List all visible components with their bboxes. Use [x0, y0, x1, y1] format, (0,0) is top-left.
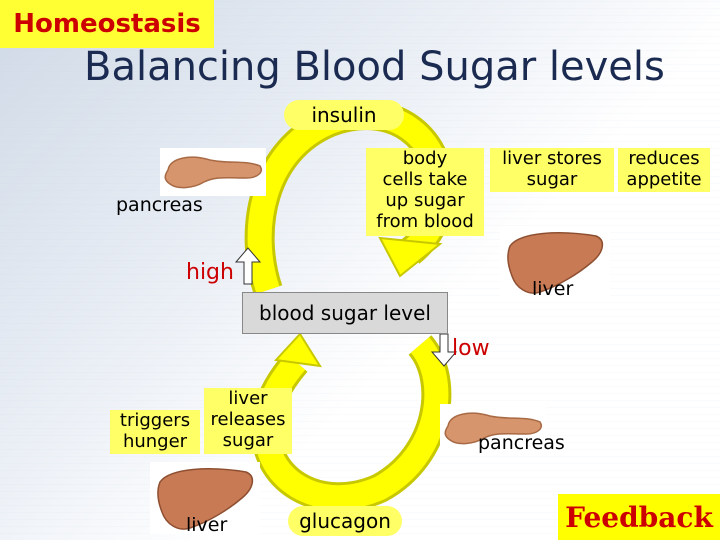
- pancreas-icon: [164, 156, 262, 189]
- reduces-appetite-effect: reduces appetite: [618, 148, 710, 192]
- liver-right-image: [500, 226, 610, 298]
- lower-loop-arrowhead: [273, 332, 322, 368]
- body-cells-effect: body cells take up sugar from blood: [366, 148, 484, 236]
- liver-icon: [157, 468, 254, 530]
- low-down-arrow: [430, 333, 458, 367]
- insulin-label: insulin: [284, 100, 404, 130]
- liver-bottom-label: liver: [186, 514, 228, 536]
- body-cells-line-1: body: [402, 148, 448, 169]
- pancreas-bottom-label: pancreas: [478, 432, 565, 454]
- liver-releases-effect: liver releases sugar: [204, 388, 292, 454]
- liver-releases-line-2: releases: [210, 409, 286, 430]
- reduces-appetite-line-2: appetite: [626, 169, 702, 190]
- page-title: Balancing Blood Sugar levels: [84, 44, 665, 90]
- liver-stores-line-1: liver stores: [502, 148, 602, 169]
- triggers-hunger-line-2: hunger: [122, 431, 188, 452]
- feedback-button[interactable]: Feedback: [558, 494, 720, 540]
- upper-loop-arrowhead: [378, 236, 443, 278]
- triggers-hunger-effect: triggers hunger: [110, 410, 200, 454]
- reduces-appetite-line-1: reduces: [628, 148, 700, 169]
- liver-stores-line-2: sugar: [526, 169, 578, 190]
- liver-right-label: liver: [532, 278, 574, 300]
- blood-sugar-level-box: blood sugar level: [242, 292, 448, 334]
- high-up-arrow: [234, 247, 262, 285]
- body-cells-line-4: from blood: [376, 211, 474, 232]
- pancreas-icon: [444, 412, 542, 445]
- low-label: low: [452, 336, 490, 361]
- body-cells-line-3: up sugar: [385, 190, 465, 211]
- liver-releases-line-1: liver: [228, 388, 268, 409]
- pancreas-top-label: pancreas: [116, 194, 203, 216]
- liver-stores-effect: liver stores sugar: [490, 148, 614, 192]
- high-label: high: [186, 260, 234, 285]
- triggers-hunger-line-1: triggers: [119, 410, 191, 431]
- section-badge: Homeostasis: [0, 0, 214, 48]
- pancreas-bottom-image: [440, 404, 546, 452]
- pancreas-top-image: [160, 148, 266, 196]
- body-cells-line-2: cells take: [382, 169, 468, 190]
- liver-bottom-image: [150, 462, 260, 534]
- glucagon-label: glucagon: [288, 506, 402, 536]
- liver-releases-line-3: sugar: [222, 430, 274, 451]
- liver-icon: [507, 232, 604, 294]
